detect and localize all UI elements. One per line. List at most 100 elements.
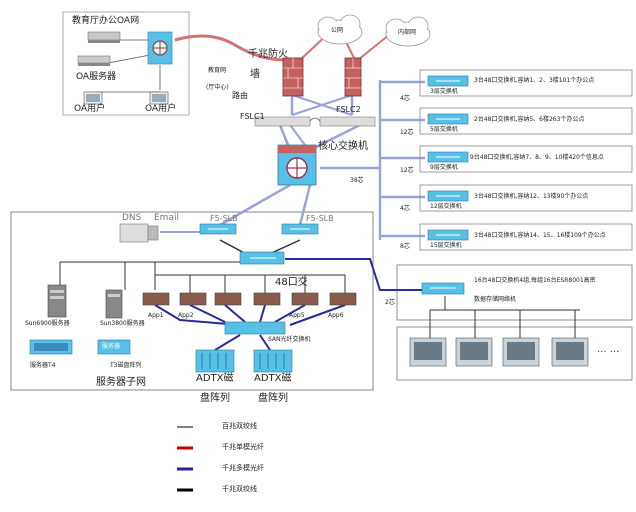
access-desc-5: 3台48口交换机,容纳14、15、16楼109个办公点 (474, 232, 606, 239)
storage-unit-icon-3 (502, 337, 540, 367)
slb-label-2: F5-SLB (306, 214, 334, 223)
array-label-2: 盘阵列 (258, 393, 288, 404)
oa-user-pc-icon-2 (149, 91, 169, 105)
exam-fiber-blue (285, 258, 430, 291)
adtx-label-2: ADTX磁 (254, 373, 292, 384)
access-desc-4: 3台48口交换机,容纳12、13楼90个办公点 (474, 193, 589, 200)
slb-switch-icon-1 (199, 223, 237, 235)
core-fiber-label: 38芯 (350, 177, 364, 184)
sun6900-server-icon (47, 284, 67, 318)
access-fiber-3: 12芯 (400, 167, 414, 174)
adtx-disk-array-icon-2 (253, 349, 293, 373)
access-label-5: 15层交换机 (430, 242, 462, 249)
internet-cloud-label: 公网 (331, 27, 344, 34)
access-switch-icon-4 (427, 190, 469, 202)
core-switch-label: 核心交换机 (318, 141, 368, 152)
app-server-icon-5 (291, 292, 319, 306)
legend-label-1: 百兆双绞线 (222, 422, 257, 430)
san-switch-label: SAN光纤交换机 (268, 336, 311, 343)
adtx-disk-array-icon-1 (195, 349, 235, 373)
fslc1-label: FSLC1 (240, 112, 265, 121)
ellipsis-more: ... ... (597, 344, 619, 355)
oa-switch-icon (87, 31, 121, 43)
port-switch-label: 48口交 (275, 277, 308, 288)
access-desc-3: 9台48口交换机,容纳7、8、9、10楼420个信息点 (470, 154, 604, 161)
access-label-2: 5层交换机 (430, 126, 458, 133)
firewall-label-2: 墙 (250, 69, 260, 80)
firewall-icon-1 (282, 57, 304, 97)
access-fiber-2: 12芯 (400, 129, 414, 136)
exam-switch-icon (421, 282, 465, 295)
storage-unit-icon-2 (455, 337, 493, 367)
array-label-1: 盘阵列 (200, 393, 230, 404)
server-t3-box-label: 服务器 (102, 343, 121, 350)
access-label-3: 9层交换机 (430, 164, 458, 171)
server-t3-storage-icon (97, 339, 131, 355)
provincial-center-label: (厅中心) (206, 84, 229, 91)
legend-label-4: 千兆双绞线 (222, 485, 257, 493)
firewall-icon-2 (344, 57, 362, 97)
san-switch-icon (224, 321, 286, 335)
app-server-icon-4 (253, 292, 281, 306)
app-server-icon-6 (329, 292, 357, 306)
sun6900-label: Sun6900服务器 (25, 320, 70, 327)
slb-switch-icon-2 (281, 223, 319, 235)
storage-unit-icon-4 (551, 337, 589, 367)
exam-label: 数据存储网络机 (474, 296, 517, 303)
access-switch-icon-3 (427, 151, 469, 163)
server-t4-storage-icon (29, 339, 73, 355)
oa-user-pc-icon (83, 91, 103, 105)
access-fiber-4: 4芯 (400, 205, 410, 212)
fslc1-device-icon (254, 116, 311, 127)
oa-router-icon (147, 31, 173, 65)
oa-network-title: 教育厅办公OA网 (72, 16, 140, 26)
wan-fiber-red (174, 34, 286, 62)
access-fiber-1: 4芯 (400, 95, 410, 102)
dns-label: DNS (122, 213, 142, 223)
adtx-label-1: ADTX磁 (196, 373, 234, 384)
internet-cloud-icon (317, 14, 363, 45)
dns-email-server-icon (119, 223, 159, 243)
access-desc-2: 2台48口交换机,容纳5、6楼263个办公点 (474, 116, 585, 123)
sun3800-label: Sun3800服务器 (100, 320, 145, 327)
email-label: Email (154, 213, 179, 223)
access-fiber-5: 8芯 (400, 243, 410, 250)
oa-server-icon (77, 55, 111, 66)
access-label-1: 3层交换机 (430, 88, 458, 95)
app2-label: App2 (178, 312, 194, 319)
server-t3-label: T3磁盘阵列 (110, 362, 142, 369)
oa-user-label-1: OA用户 (74, 104, 106, 114)
app-server-icon-3 (214, 292, 242, 306)
server-subnet-title: 服务器子网 (96, 377, 146, 388)
app6-label: App6 (328, 312, 344, 319)
firewall-label: 千兆防火 (248, 49, 288, 60)
legend-label-3: 千兆多模光纤 (222, 464, 264, 472)
oa-user-label-2: OA用户 (145, 104, 177, 114)
server-t4-label: 服务器T4 (30, 362, 56, 369)
intranet-cloud-icon (385, 16, 431, 47)
access-switch-icon-1 (427, 75, 469, 87)
server-farm-switch-icon (239, 251, 285, 265)
router-label: 路由 (232, 91, 248, 100)
exam-desc: 16台48口交换机4组,每组16台ESR8001高密 (474, 277, 596, 284)
access-label-4: 12层交换机 (430, 203, 462, 210)
fslc2-device-icon (319, 116, 376, 127)
access-switch-icon-5 (427, 229, 469, 241)
fslc2-label: FSLC2 (336, 105, 361, 114)
app-server-icon-1 (142, 292, 170, 306)
sun3800-server-icon (105, 289, 123, 319)
app1-label: App1 (148, 312, 164, 319)
access-desc-1: 3台48口交换机,容纳1、2、3楼101个办公点 (474, 77, 595, 84)
core-switch-icon (277, 144, 317, 186)
access-switch-icon-2 (427, 113, 469, 125)
app5-label: App5 (289, 312, 305, 319)
exam-fiber-label: 2芯 (385, 299, 395, 306)
slb-label-1: F5-SLB (210, 214, 238, 223)
oa-server-label: OA服务器 (76, 72, 117, 82)
app-server-icon-2 (179, 292, 207, 306)
education-net-label: 教育网 (208, 67, 227, 74)
storage-unit-icon-1 (409, 337, 447, 367)
legend-label-2: 千兆单模光纤 (222, 443, 264, 451)
